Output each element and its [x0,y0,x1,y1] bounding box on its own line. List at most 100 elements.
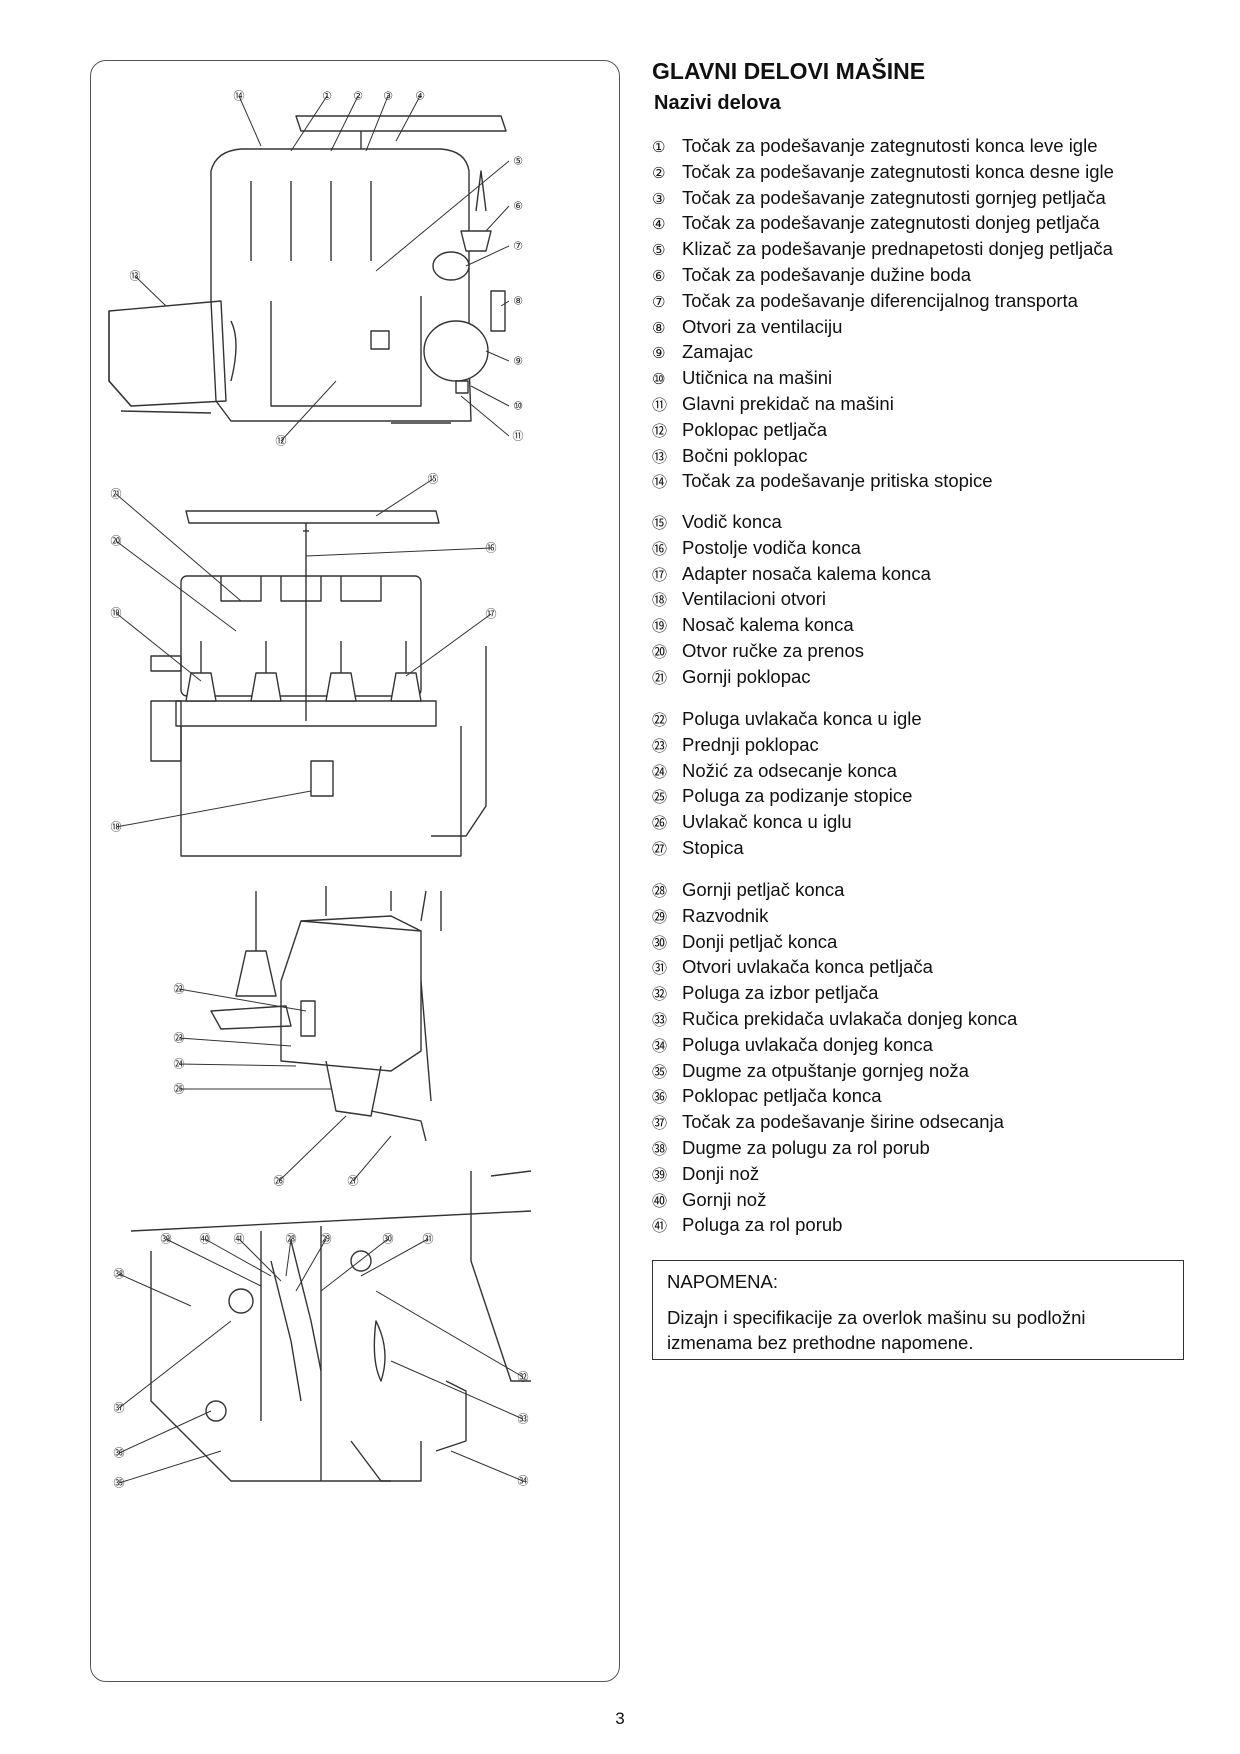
part-label: Poklopac petljača konca [682,1085,882,1107]
list-item: ㉑ Gornji poklopac [652,665,931,691]
part-number: ㊴ [652,1165,668,1184]
callout-label: ㊶ [234,1233,245,1246]
part-number: ⑮ [652,514,668,532]
callout-label: ⑨ [513,355,523,368]
part-number: ㉞ [652,1036,668,1055]
part-label: Glavni prekidač na mašini [682,392,894,414]
callout-label: ⑮ [428,473,439,486]
part-label: Dugme za polugu za rol porub [682,1136,930,1158]
part-number: ⑦ [652,292,666,311]
figure-front-view [108,115,507,424]
callout-label: ㉜ [518,1371,529,1384]
parts-list-group-1: ① Točak za podešavanje zategnutosti konca… [652,134,1114,495]
part-label: Postolje vodiča konca [682,536,861,558]
callout-label: ㊲ [114,1402,125,1415]
part-number: ㉔ [652,762,668,781]
list-item: ㊴ Donji nož [652,1162,1017,1188]
callout-label: ㉚ [383,1233,394,1246]
part-number: ㉜ [652,985,668,1004]
callout-label: ⑦ [513,240,523,253]
part-number: ㉑ [652,668,668,687]
callout-label: ㊴ [161,1233,172,1246]
callout-label: ⑩ [513,400,523,413]
part-number: ⑤ [652,241,666,260]
part-number: ㉛ [652,959,668,978]
list-item: ④ Točak za podešavanje zategnutosti donje… [652,211,1114,237]
part-label: Nožić za odsecanje konca [682,759,897,781]
callout-label: ㉒ [174,983,185,996]
part-number: ㊳ [652,1139,668,1158]
part-label: Točak za podešavanje dužine boda [682,263,972,285]
part-label: Točak za podešavanje zategnutosti konca … [682,135,1098,156]
list-item: ① Točak za podešavanje zategnutosti konca… [652,134,1114,160]
callout-label: ⑥ [513,200,523,213]
callout-label: ⑲ [111,607,122,620]
callout-label: ㉖ [274,1175,285,1188]
part-number: ⑳ [652,642,668,661]
page-subtitle: Nazivi delova [654,92,781,114]
part-number: ⑬ [652,447,668,466]
part-label: Poklopac petljača [682,418,828,440]
part-label: Nosač kalema konca [682,614,854,636]
part-label: Točak za podešavanje zategnutosti donjeg… [682,212,1100,234]
part-label: Točak za podešavanje širine odsecanja [682,1111,1004,1133]
callout-label: ⑳ [111,535,122,548]
callout-label: ⑤ [513,155,523,168]
part-label: Utičnica na mašini [682,367,833,389]
callout-label: ③ [383,90,393,103]
list-item: ⑲ Nosač kalema konca [652,613,931,639]
part-number: ⑪ [652,395,668,414]
part-label: Poluga uvlakača konca u igle [682,708,922,729]
callout-label: ㉕ [174,1083,185,1096]
part-number: ④ [652,215,666,234]
callout-label: ㊵ [200,1233,211,1246]
part-label: Gornji poklopac [682,665,811,687]
callout-label: ㉞ [518,1475,529,1488]
list-item: ㊳ Dugme za polugu za rol porub [652,1136,1017,1162]
part-label: Poluga za izbor petljača [682,982,879,1004]
callout-label: ㉑ [111,488,122,501]
part-number: ③ [652,189,666,208]
part-number: ① [652,138,666,156]
part-number: ㊶ [652,1217,668,1236]
part-label: Točak za podešavanje zategnutosti konca … [682,160,1114,182]
callout-label: ⑬ [130,270,141,283]
callout-label: ㉟ [114,1477,125,1490]
list-item: ㊲ Točak za podešavanje širine odsecanja [652,1110,1017,1136]
part-label: Razvodnik [682,904,769,926]
callout-label: ④ [415,90,425,103]
callout-label: ㉓ [174,1032,185,1045]
part-number: ㊱ [652,1088,668,1107]
part-label: Donji petljač konca [682,930,838,952]
part-number: ㊵ [652,1191,668,1210]
part-label: Donji nož [682,1162,760,1184]
part-number: ㊲ [652,1114,668,1133]
part-label: Točak za podešavanje zategnutosti gornje… [682,186,1106,208]
illustration-panel: ⑭ ① ② ③ ④ ⑤ ⑥ ⑦ ⑧ ⑨ ⑩ ⑪ ⑫ ⑬ ⑮ ⑯ ⑰ ⑱ ⑲ ⑳ … [90,60,620,1682]
callout-label: ② [353,90,363,103]
figure-looper-area [130,1170,532,1482]
part-label: Adapter nosača kalema konca [682,562,931,584]
callout-label: ⑫ [276,435,287,448]
machine-illustrations: ⑭ ① ② ③ ④ ⑤ ⑥ ⑦ ⑧ ⑨ ⑩ ⑪ ⑫ ⑬ ⑮ ⑯ ⑰ ⑱ ⑲ ⑳ … [108,90,532,1490]
page-number: 3 [615,1709,625,1728]
part-number: ⑲ [652,617,668,636]
